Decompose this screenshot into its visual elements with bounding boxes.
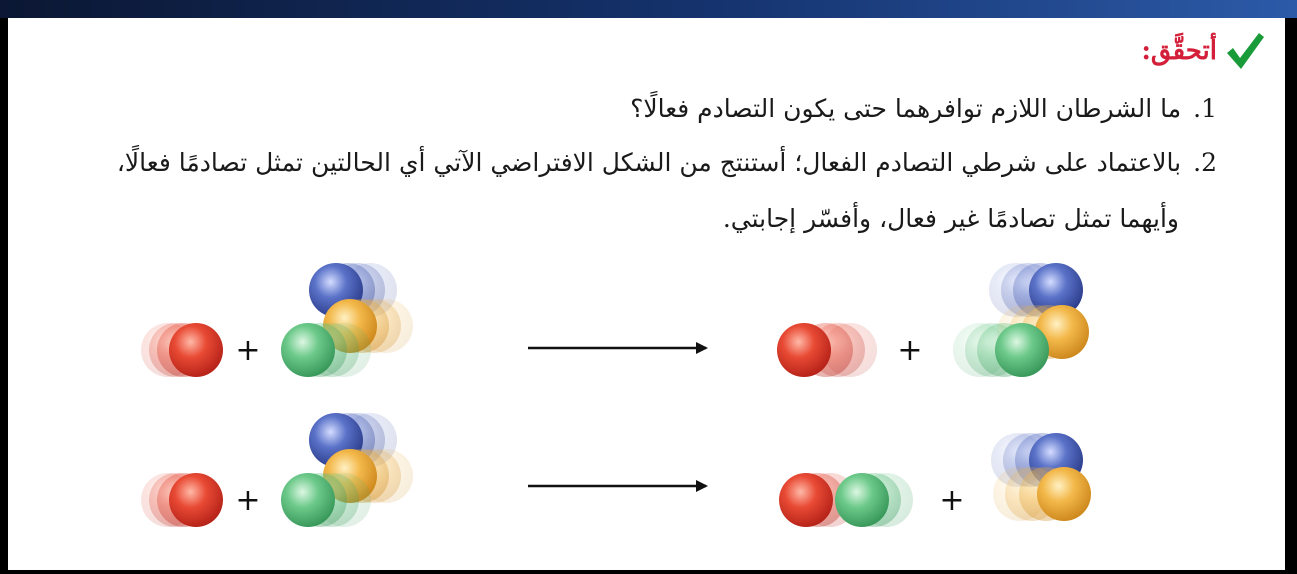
question-2-line-2: وأيهما تمثل تصادمًا غير فعال، وأفسّر إجا… bbox=[722, 204, 1179, 233]
check-header: أتحقَّق: bbox=[1141, 26, 1267, 76]
row-2-product-red-green-molecule bbox=[779, 473, 913, 527]
row-1-reactant-complex-molecule bbox=[281, 263, 413, 377]
top-banner bbox=[0, 0, 1297, 18]
row-2-reactant-complex-molecule bbox=[281, 413, 413, 527]
question-2-number: 2. bbox=[1193, 148, 1217, 177]
row-1-plus-left: + bbox=[235, 333, 260, 368]
row-1-product-complex-molecule bbox=[953, 263, 1089, 377]
row-2-reactant-red-molecule bbox=[141, 473, 223, 527]
question-1-text: ما الشرطان اللازم توافرهما حتى يكون التص… bbox=[630, 94, 1182, 123]
question-1-number: 1. bbox=[1193, 94, 1217, 123]
question-2: 2. بالاعتماد على شرطي التصادم الفعال؛ أست… bbox=[117, 148, 1217, 177]
row-1-product-red-molecule bbox=[777, 323, 877, 377]
row-2-plus-right: + bbox=[939, 483, 964, 518]
question-1: 1. ما الشرطان اللازم توافرهما حتى يكون ال… bbox=[630, 94, 1217, 123]
row-2-plus-left: + bbox=[235, 483, 260, 518]
question-2-line-1: بالاعتماد على شرطي التصادم الفعال؛ أستنت… bbox=[116, 148, 1182, 177]
question-2-continuation: وأيهما تمثل تصادمًا غير فعال، وأفسّر إجا… bbox=[723, 204, 1179, 233]
row-1-plus-right: + bbox=[897, 333, 922, 368]
row-2-product-blue-orange-molecule bbox=[991, 433, 1091, 521]
section-title: أتحقَّق: bbox=[1141, 36, 1217, 66]
check-mark-icon bbox=[1227, 33, 1264, 69]
row-1-reactant-red-molecule bbox=[141, 323, 223, 377]
